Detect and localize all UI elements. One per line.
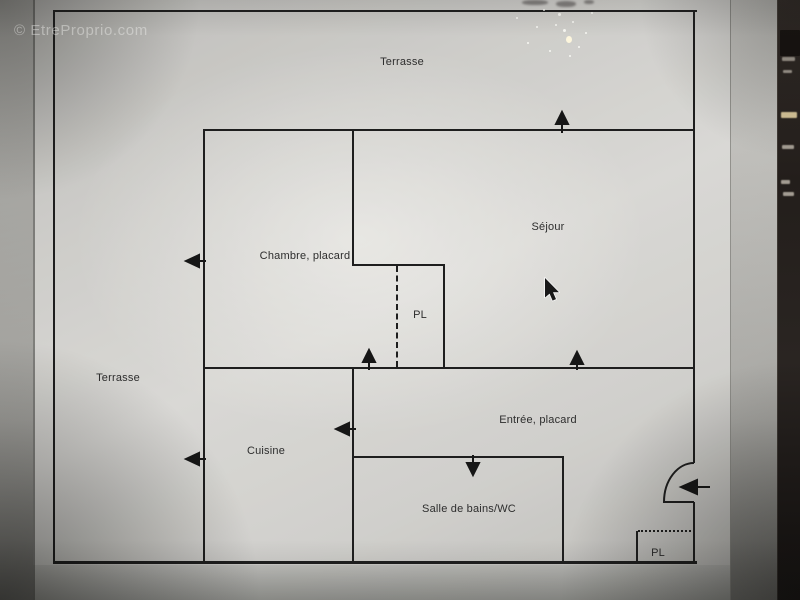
wall-terrace-left [53, 10, 55, 564]
room-label-sejour: Séjour [531, 221, 565, 233]
room-label-chambre: Chambre, placard [259, 250, 351, 262]
page-left-margin [0, 0, 33, 600]
room-label-salle-de-bains: Salle de bains/WC [422, 503, 516, 515]
wall-apartment-top [203, 129, 695, 131]
page-edge-right [730, 0, 731, 600]
wall-chambre-east [352, 129, 354, 266]
right-edge-dark-panel [777, 0, 800, 600]
wall-bathroom-top [353, 456, 564, 458]
wall-right-lower [693, 502, 695, 564]
wall-bottom [53, 561, 697, 564]
wall-bathroom-east [562, 456, 564, 564]
page-edge-left [33, 0, 35, 600]
wall-terrace-top [53, 10, 697, 12]
wall-closet-east [443, 264, 445, 369]
wall-apartment-left [203, 129, 205, 564]
wall-closet2-west [636, 531, 638, 564]
room-label-cuisine: Cuisine [246, 445, 286, 457]
wall-middle [203, 367, 695, 369]
page-right-margin [731, 0, 777, 600]
wall-closet2-dotted-top [638, 530, 695, 532]
room-label-entree: Entrée, placard [499, 414, 577, 426]
room-label-pl-chambre: PL [413, 309, 427, 321]
wall-closet-top [352, 264, 444, 266]
wall-right-upper [693, 10, 695, 463]
wall-cuisine-east [352, 367, 354, 564]
room-label-terrasse-top: Terrasse [380, 56, 424, 68]
page-below-plan [33, 565, 730, 600]
document-page [33, 0, 730, 600]
room-label-terrasse-left: Terrasse [96, 372, 140, 384]
wall-closet-dashed [396, 266, 398, 367]
room-label-pl-entree: PL [651, 547, 665, 559]
watermark: © EtreProprio.com [14, 22, 148, 39]
